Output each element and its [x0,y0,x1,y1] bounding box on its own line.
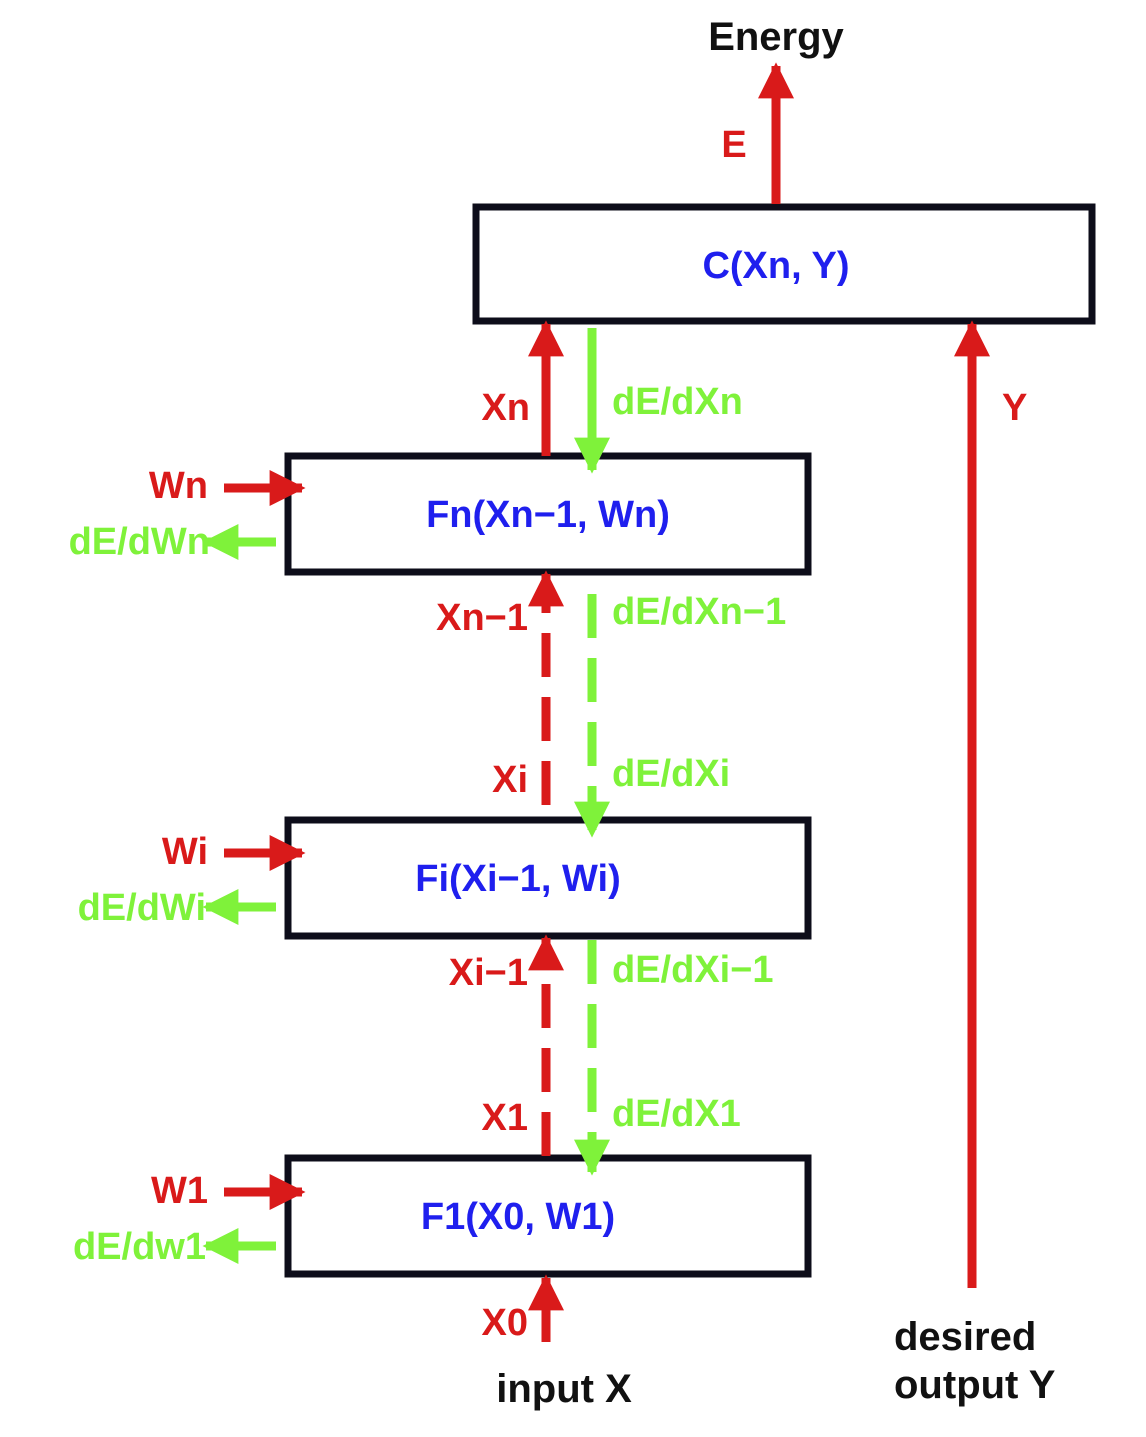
energy-label: Energy [708,15,844,59]
de-dxn-label: dE/dXn [612,381,743,423]
fi-module: Fi(Xi−1, Wi) [284,816,812,940]
fi-box-label: Fi(Xi−1, Wi) [415,858,621,900]
xi-minus-1-label: Xi−1 [449,952,528,994]
de-dxi-label: dE/dXi [612,753,730,795]
de-dwn-label: dE/dWn [69,521,210,563]
f1-box-label: F1(X0, W1) [421,1196,615,1238]
xn-label: Xn [481,387,530,429]
xn-minus-1-label: Xn−1 [436,597,528,639]
cost-box [472,203,1096,325]
w1-label: W1 [151,1170,208,1212]
wn-label: Wn [149,465,208,507]
x0-label: X0 [482,1302,528,1344]
wi-label: Wi [162,831,208,873]
de-dwi-label: dE/dWi [78,887,206,929]
y-label: Y [1002,387,1027,429]
de-dw1-label: dE/dw1 [73,1226,206,1268]
desired-output-label-line1: desired [894,1315,1036,1359]
de-dxi-minus-1-label: dE/dXi−1 [612,949,774,991]
f1-box [284,1154,812,1278]
fn-module: Fn(Xn−1, Wn) [284,452,812,576]
fn-box-label: Fn(Xn−1, Wn) [426,494,670,536]
cost-box-label: C(Xn, Y) [702,245,849,287]
input-x-label: input X [496,1367,632,1411]
f1-module: F1(X0, W1) [284,1154,812,1278]
xi-label: Xi [492,759,528,801]
x1-label: X1 [482,1097,528,1139]
desired-output-label-line2: output Y [894,1363,1056,1407]
de-dxn-minus-1-label: dE/dXn−1 [612,591,786,633]
cost-module: C(Xn, Y) [472,203,1096,325]
de-dx1-label: dE/dX1 [612,1093,741,1135]
e-label: E [721,124,746,166]
